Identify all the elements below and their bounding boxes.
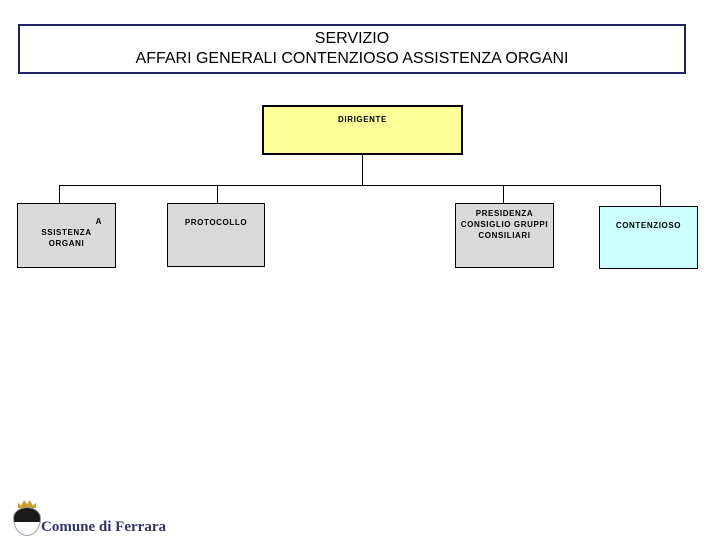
org-node-contenzioso[interactable]: CONTENZIOSO bbox=[599, 206, 698, 269]
shield-icon bbox=[13, 507, 41, 536]
org-node-assistenza-organi-line3: ORGANI bbox=[48, 239, 85, 248]
footer-municipality-name[interactable]: Comune di Ferrara bbox=[41, 519, 166, 535]
org-node-presidenza-line1: PRESIDENZA bbox=[475, 209, 534, 218]
connector-drop-protocollo bbox=[217, 185, 218, 204]
org-node-dirigente-label: DIRIGENTE bbox=[338, 115, 387, 124]
org-node-assistenza-organi-line2: SSISTENZA bbox=[41, 228, 92, 237]
connector-horizontal-line bbox=[59, 185, 661, 186]
org-node-contenzioso-label: CONTENZIOSO bbox=[615, 221, 682, 230]
connector-drop-contenzioso bbox=[660, 185, 661, 207]
org-node-presidenza-consiglio-gruppi-consiliari[interactable]: PRESIDENZA CONSIGLIO GRUPPI CONSILIARI bbox=[455, 203, 554, 268]
connector-trunk-line bbox=[362, 155, 363, 186]
page-title: SERVIZIO AFFARI GENERALI CONTENZIOSO ASS… bbox=[18, 24, 686, 74]
org-node-protocollo-label: PROTOCOLLO bbox=[184, 218, 248, 227]
org-node-protocollo[interactable]: PROTOCOLLO bbox=[167, 203, 265, 267]
ferrara-coat-of-arms-icon[interactable] bbox=[13, 500, 41, 537]
org-node-presidenza-line3: CONSILIARI bbox=[478, 231, 531, 240]
connector-drop-assistenza bbox=[59, 185, 60, 204]
page-title-line1: SERVIZIO bbox=[314, 30, 390, 47]
connector-drop-presidenza bbox=[503, 185, 504, 204]
org-node-presidenza-line2: CONSIGLIO GRUPPI bbox=[460, 220, 549, 229]
org-node-assistenza-organi[interactable]: A SSISTENZA ORGANI bbox=[17, 203, 116, 268]
org-node-assistenza-organi-line1: A bbox=[95, 217, 102, 226]
page-title-line2: AFFARI GENERALI CONTENZIOSO ASSISTENZA O… bbox=[135, 50, 569, 67]
org-node-dirigente[interactable]: DIRIGENTE bbox=[262, 105, 463, 155]
